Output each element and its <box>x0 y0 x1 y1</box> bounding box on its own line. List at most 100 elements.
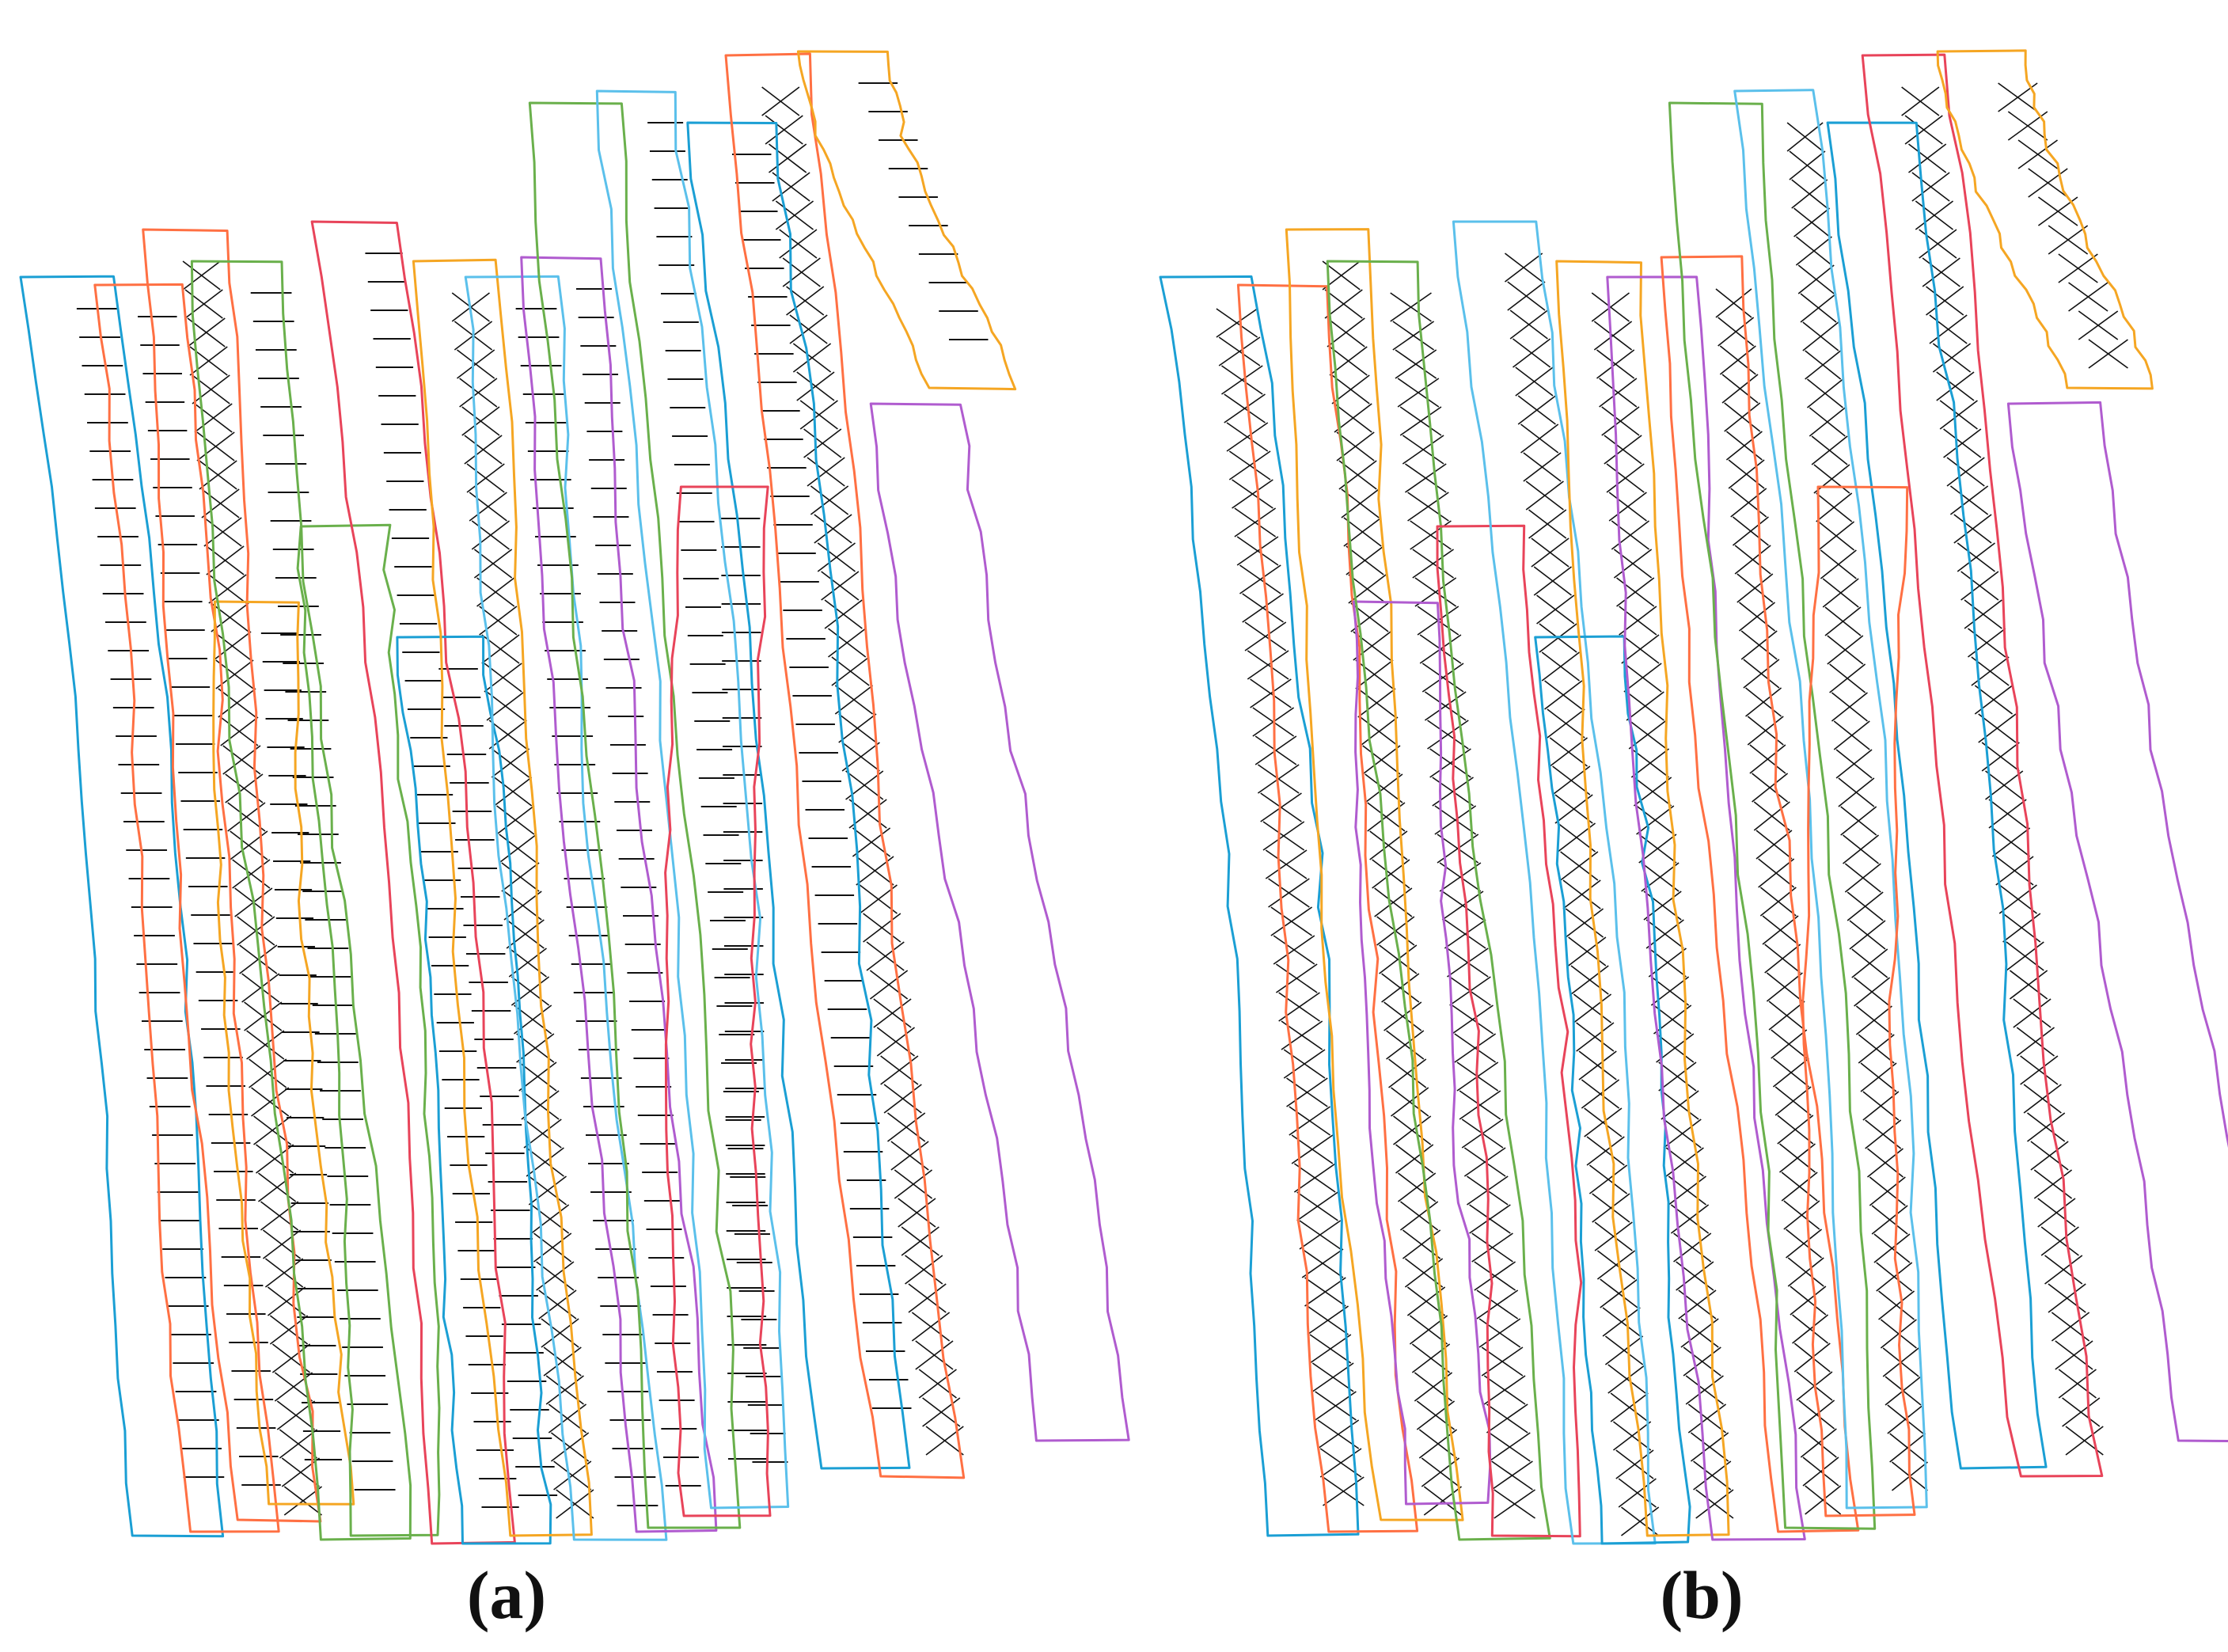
hatch-line <box>2027 1112 2066 1142</box>
hatch-line <box>2051 1312 2090 1342</box>
hatch-line <box>1528 509 1567 539</box>
hatch-line <box>1809 407 1846 437</box>
hatch-line <box>1827 635 1864 665</box>
hatch-line <box>1402 435 1444 465</box>
hatch-line <box>1621 634 1660 664</box>
hatch-line <box>1304 1277 1346 1307</box>
hatch-line <box>2062 1397 2101 1427</box>
hatch-line <box>2037 1198 2076 1228</box>
strip-outline-a-17 <box>796 50 1017 391</box>
hatch-line <box>915 1340 954 1370</box>
hatch-line <box>1829 663 1866 693</box>
hatch-line <box>249 1058 287 1088</box>
hatch-line <box>1762 915 1799 945</box>
hatch-line <box>803 428 842 458</box>
hatch-line <box>1783 1200 1820 1230</box>
hatch-line <box>1218 336 1261 366</box>
hatch-line <box>1513 338 1551 368</box>
hatch-line <box>1795 236 1832 266</box>
hatch-line <box>814 514 852 544</box>
hatch-line <box>890 1141 929 1171</box>
hatch-line <box>1265 849 1308 879</box>
hatch-line <box>779 229 818 259</box>
hatch-line <box>530 1204 570 1234</box>
hatch-line <box>901 1226 939 1256</box>
hatch-line <box>1922 257 1960 287</box>
hatch-line <box>1486 1403 1528 1434</box>
hatch-line <box>1593 321 1633 351</box>
hatch-line <box>1802 321 1839 351</box>
hatch-line <box>1831 692 1868 722</box>
hatch-line <box>533 1232 572 1263</box>
hatch-line <box>1876 1262 1913 1292</box>
hatch-line <box>521 1090 560 1120</box>
hatch-line <box>2065 1426 2104 1456</box>
hatch-line <box>1549 737 1588 767</box>
hatch-line <box>241 973 280 1003</box>
hatch-line <box>1851 948 1888 978</box>
hatch-line <box>511 976 550 1006</box>
strip-outline-b-12 <box>1668 101 1877 1530</box>
hatch-line <box>1786 1229 1823 1259</box>
hatch-line <box>1678 1289 1717 1320</box>
hatch-line <box>1459 1090 1501 1120</box>
hatch-line <box>1618 1478 1657 1508</box>
hatch-line <box>196 431 235 461</box>
hatch-line <box>1576 1022 1615 1052</box>
hatch-line <box>1362 745 1401 775</box>
hatch-line <box>1423 1486 1463 1516</box>
hatch-line <box>1491 1460 1533 1491</box>
hatch-line <box>1818 521 1855 551</box>
hatch-line <box>1247 650 1289 680</box>
hatch-line <box>1568 936 1607 967</box>
hatch-line <box>786 286 825 316</box>
panel-b-strips <box>1159 49 2228 1545</box>
hatch-line <box>1281 1020 1323 1050</box>
hatch-line <box>1858 1034 1895 1064</box>
hatch-line <box>1743 659 1780 689</box>
strip-outline-b-16 <box>1801 485 1916 1517</box>
hatch-line <box>1594 1221 1633 1251</box>
hatch-line <box>491 748 530 778</box>
hatch-line <box>1406 1286 1446 1316</box>
strip-outline-b-2 <box>1236 283 1419 1533</box>
hatch-line <box>1427 720 1469 750</box>
hatch-line <box>1797 264 1835 294</box>
strip-outline-a-4 <box>212 600 355 1506</box>
strip-outline-a-12 <box>528 101 742 1529</box>
hatch-line <box>2068 282 2108 312</box>
hatch-line <box>1599 378 1638 408</box>
hatch-line <box>1608 492 1647 522</box>
hatch-line <box>1250 678 1292 708</box>
hatch-line <box>2017 139 2058 169</box>
hatch-line <box>1764 944 1801 974</box>
hatch-line <box>782 257 821 287</box>
strip-outline-b-3 <box>1285 228 1464 1521</box>
hatch-line <box>1562 879 1601 910</box>
strip-outline-a-9 <box>412 258 593 1537</box>
hatch-line <box>264 1258 304 1288</box>
hatch-line <box>1260 792 1302 822</box>
strip-outline-a-2 <box>93 283 280 1533</box>
strip-outline-a-6 <box>296 523 441 1537</box>
hatch-line <box>1296 1191 1338 1221</box>
hatch-line <box>545 1375 584 1405</box>
panel-a-strips <box>19 50 1130 1545</box>
strip-outline-b-18 <box>2006 401 2228 1443</box>
hatch-line <box>1536 594 1575 625</box>
hatch-line <box>1573 993 1612 1023</box>
hatch-line <box>1478 1318 1521 1348</box>
hatch-line <box>1964 599 2002 629</box>
hatch-line <box>796 371 835 401</box>
hatch-line <box>1752 773 1789 803</box>
hatch-line <box>459 378 498 408</box>
hatch-line <box>556 1489 594 1519</box>
hatch-line <box>1991 827 2031 857</box>
hatch-line <box>1789 150 1826 180</box>
hatch-line <box>201 488 240 518</box>
hatch-line <box>2088 339 2128 369</box>
hatch-line <box>1873 1233 1911 1263</box>
hatch-line <box>1957 542 1995 572</box>
hatch-line <box>799 400 838 430</box>
strip-outline-b-6 <box>1436 524 1583 1538</box>
